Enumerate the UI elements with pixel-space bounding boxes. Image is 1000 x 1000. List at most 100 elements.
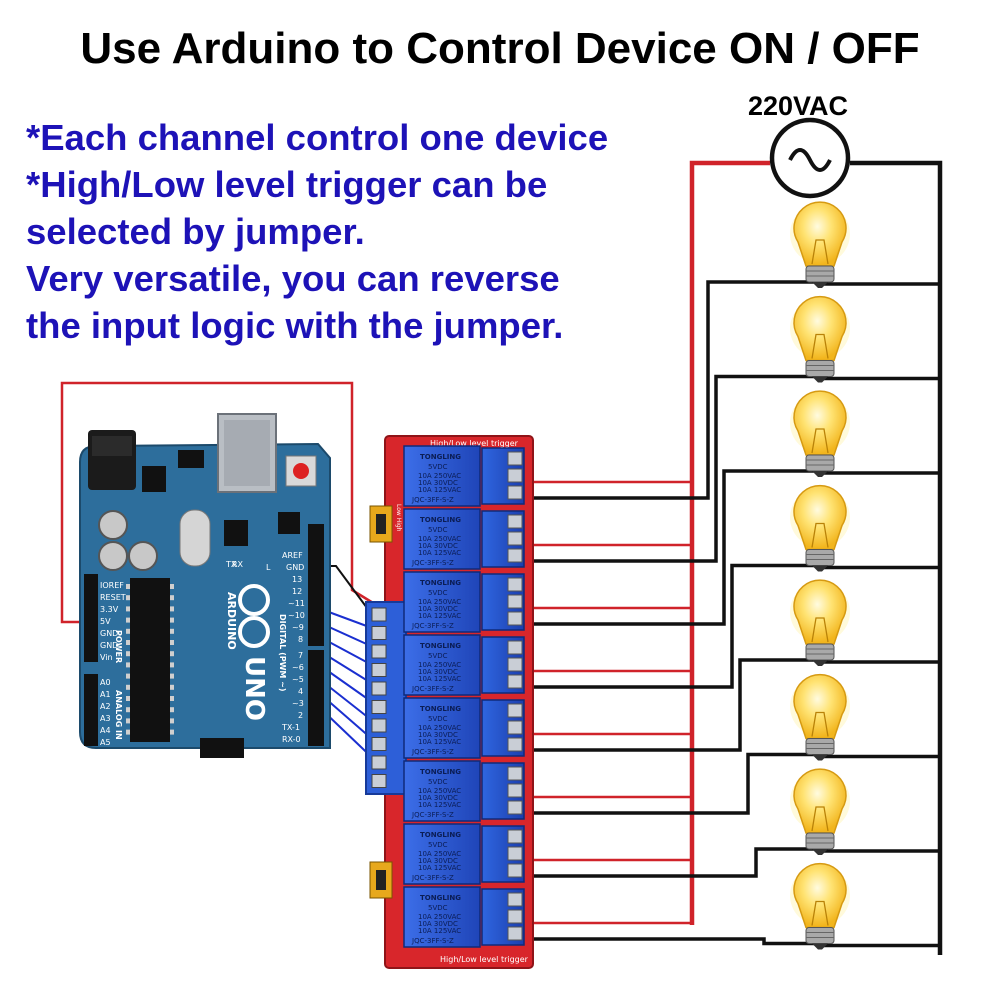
neutral-bus-wire — [850, 160, 943, 955]
pin-label: A0 — [100, 678, 111, 687]
bulb-feed-wire — [524, 280, 820, 500]
chip-pin — [170, 595, 174, 601]
input-screw — [371, 700, 387, 714]
live-branch-wires — [524, 480, 692, 925]
page-title: Use Arduino to Control Device ON / OFF — [80, 24, 920, 73]
relay-rating: 10A 30VDC — [418, 605, 458, 613]
light-bulb-icon — [790, 862, 850, 950]
input-screw — [371, 737, 387, 751]
mains-wiring — [524, 160, 943, 955]
notes-block: *Each channel control one device *High/L… — [26, 114, 706, 349]
terminal-screw — [507, 720, 523, 735]
relay-voltage: 5VDC — [428, 904, 448, 912]
note-line: selected by jumper. — [26, 211, 365, 252]
trigger-jumper-top — [369, 505, 393, 543]
relay-rating: 10A 30VDC — [418, 857, 458, 865]
relay-brand: TONGLING — [420, 579, 461, 587]
terminal-screw — [507, 909, 523, 924]
chip-pin — [170, 662, 174, 668]
terminal-screw — [507, 640, 523, 655]
pin-label: TX-1 — [281, 723, 300, 732]
relay-rating: 10A 250VAC — [418, 472, 461, 480]
relay-body — [403, 760, 481, 822]
relay-brand: TONGLING — [420, 516, 461, 524]
terminal-screw — [507, 863, 523, 878]
chip-pin — [170, 651, 174, 657]
bulb-feed-wire — [524, 937, 820, 946]
relay-brand: TONGLING — [420, 642, 461, 650]
chip-pin — [170, 617, 174, 623]
input-terminal-screws — [371, 607, 387, 788]
input-screw — [371, 755, 387, 770]
pin-label: ~9 — [292, 623, 304, 632]
bulb-feed-wire — [524, 658, 820, 752]
terminal-screw — [507, 657, 523, 672]
pin-label: 7 — [298, 651, 303, 660]
chip-pin — [126, 673, 130, 679]
chip-pin — [126, 707, 130, 713]
terminal-screw — [507, 926, 523, 941]
relay-voltage: 5VDC — [428, 589, 448, 597]
pin-label: A2 — [100, 702, 111, 711]
terminal-screw — [507, 846, 523, 861]
l-label: L — [266, 563, 271, 572]
bulb-feed-wire — [524, 469, 820, 626]
relay-module-board: High/Low level trigger High/Low level tr… — [365, 435, 534, 969]
light-bulbs — [790, 201, 850, 950]
chip-pin — [170, 606, 174, 612]
relay-model: JQC-3FF-S-Z — [411, 496, 454, 504]
note-line: Very versatile, you can reverse — [26, 258, 560, 299]
chip-pin — [126, 640, 130, 645]
pin-label: 2 — [298, 711, 303, 720]
bulb-feed-wire — [524, 847, 820, 878]
relay-brand: TONGLING — [420, 453, 461, 461]
analog-header — [84, 674, 98, 746]
light-bulb-icon — [790, 201, 850, 288]
light-bulb-icon — [790, 295, 850, 383]
relay-rating: 10A 125VAC — [418, 612, 461, 620]
terminal-screw — [507, 485, 523, 500]
relay-voltage: 5VDC — [428, 841, 448, 849]
pin-label: ~10 — [288, 611, 305, 620]
terminal-screw — [507, 800, 523, 815]
relay-rating: 10A 30VDC — [418, 920, 458, 928]
tx-label: TX — [225, 560, 237, 569]
relay-rating: 10A 250VAC — [418, 724, 461, 732]
relay-rating: 10A 30VDC — [418, 731, 458, 739]
chip-pin — [170, 628, 174, 634]
relay-brand: TONGLING — [420, 894, 461, 902]
terminal-screw — [507, 531, 523, 546]
relay-rating: 10A 250VAC — [418, 850, 461, 858]
bulb-feed-wire — [524, 563, 820, 689]
arduino-model: UNO — [239, 656, 269, 721]
pin-label: 5V — [100, 617, 111, 626]
relay-body — [403, 508, 481, 570]
light-bulb-icon — [790, 579, 850, 666]
relay-voltage: 5VDC — [428, 715, 448, 723]
chip-pin — [126, 584, 130, 589]
terminal-screw — [507, 829, 523, 844]
terminal-screw — [507, 674, 523, 689]
terminal-screw — [507, 514, 523, 529]
relay-rating: 10A 30VDC — [418, 542, 458, 550]
chip-pin — [170, 707, 174, 713]
relay-rating: 10A 125VAC — [418, 927, 461, 935]
input-screw — [371, 626, 387, 640]
chip-pin — [126, 628, 130, 634]
chip-pin — [126, 651, 130, 657]
relay-rating: 10A 125VAC — [418, 801, 461, 809]
digital-label: DIGITAL (PWM ~) — [278, 614, 287, 692]
relay-body — [403, 571, 481, 633]
pin-label: AREF — [282, 551, 303, 560]
terminal-screw — [507, 577, 523, 592]
pin-label: A1 — [100, 690, 111, 699]
terminal-screw — [507, 611, 523, 626]
pin-label: GND — [100, 641, 118, 650]
pin-label: 8 — [298, 635, 303, 644]
relay-model: JQC-3FF-S-Z — [411, 685, 454, 693]
chip-pins — [126, 584, 174, 735]
